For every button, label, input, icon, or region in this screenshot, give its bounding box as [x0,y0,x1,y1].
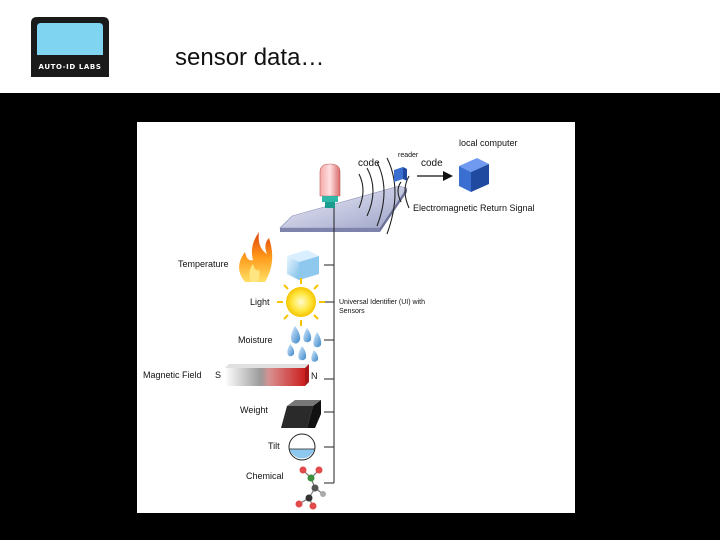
platform-surface [279,185,408,232]
reader-icon [394,167,407,182]
local-computer-label: local computer [459,138,518,148]
identifier-tag-icon [319,163,341,208]
pole-s-label: S [215,370,222,380]
tilt-level-icon [288,433,316,461]
magnetic-field-label: Magnetic Field [143,370,202,380]
light-label: Light [250,297,270,307]
temperature-label: Temperature [178,259,229,269]
sun-icon [277,278,325,326]
auto-id-labs-logo: AUTO-ID LABS [27,13,113,85]
logo-text: AUTO-ID LABS [38,63,102,71]
sensor-connector-line [324,208,335,484]
identifier-label: Universal Identifier (UI) with Sensors [339,299,425,315]
arrow-icon [417,171,453,181]
sensor-diagram: local computer reader code code Electrom… [137,122,575,513]
page-title: sensor data… [175,44,325,71]
moisture-label: Moisture [238,335,273,345]
weight-block-icon [281,400,321,428]
tilt-label: Tilt [268,441,280,451]
water-drops-icon [287,326,322,362]
pole-n-label: N [311,371,318,381]
molecule-icon [295,466,326,510]
chemical-label: Chemical [246,471,284,481]
ice-cube-icon [287,250,319,280]
return-signal-label: Electromagnetic Return Signal [413,203,535,213]
reader-label: reader [398,152,419,159]
computer-cube-icon [459,158,489,192]
slide-header: AUTO-ID LABS sensor data… [0,0,720,93]
code-left-label: code [358,158,380,169]
code-right-label: code [421,158,443,169]
signal-waves-icon [358,157,410,235]
magnet-bar-icon [225,364,309,386]
logo-monitor-icon [31,17,109,77]
flame-icon [239,232,273,282]
weight-label: Weight [240,405,268,415]
